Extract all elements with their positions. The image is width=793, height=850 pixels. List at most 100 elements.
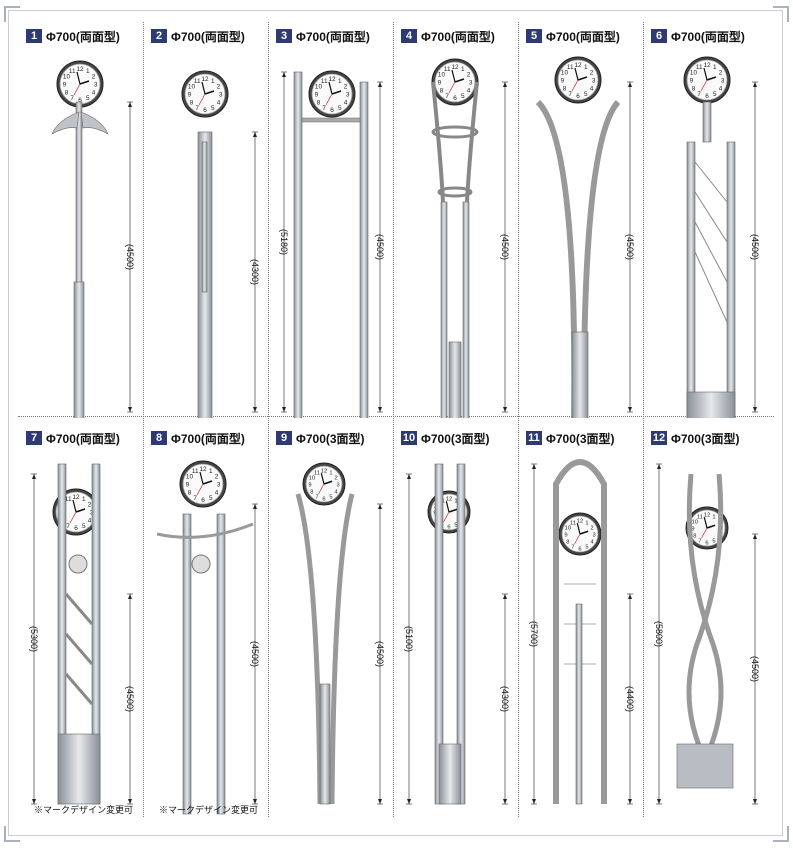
product-size: Φ700(両面型) bbox=[171, 431, 245, 446]
pole-right bbox=[726, 141, 736, 433]
svg-text:2: 2 bbox=[590, 70, 594, 77]
product-number-badge: 4 bbox=[401, 29, 417, 43]
svg-text:12: 12 bbox=[76, 66, 84, 73]
dimension-label: (4500) bbox=[125, 686, 135, 712]
svg-text:5: 5 bbox=[82, 523, 86, 530]
svg-text:12: 12 bbox=[201, 76, 209, 83]
dimension-label: (4500) bbox=[750, 234, 760, 260]
product-label: 8 Φ700(両面型) bbox=[151, 430, 245, 446]
svg-text:1: 1 bbox=[211, 78, 215, 85]
svg-text:12: 12 bbox=[703, 62, 711, 69]
product-number-badge: 8 bbox=[151, 431, 167, 445]
product-number-badge: 3 bbox=[276, 29, 292, 43]
dimension-line: (5700) bbox=[529, 463, 539, 805]
svg-text:1: 1 bbox=[584, 64, 588, 71]
svg-text:7: 7 bbox=[568, 91, 572, 98]
svg-text:10: 10 bbox=[63, 74, 71, 81]
pole-base bbox=[686, 391, 736, 433]
svg-text:8: 8 bbox=[692, 85, 696, 92]
svg-text:11: 11 bbox=[321, 78, 328, 85]
svg-text:11: 11 bbox=[696, 64, 703, 71]
dimension-line: (4500) bbox=[500, 81, 510, 413]
column-divider bbox=[143, 22, 144, 817]
product-size: Φ700(3面型) bbox=[421, 431, 490, 446]
svg-text:10: 10 bbox=[692, 519, 698, 525]
svg-text:7: 7 bbox=[70, 95, 74, 102]
design-note: ※マークデザイン変更可 bbox=[34, 805, 134, 815]
dimension-label: (4500) bbox=[375, 234, 385, 260]
pole-right bbox=[216, 513, 226, 815]
dimension-line: (5180) bbox=[279, 71, 289, 413]
svg-text:6: 6 bbox=[203, 107, 207, 114]
svg-text:2: 2 bbox=[344, 84, 348, 91]
svg-text:11: 11 bbox=[697, 514, 703, 520]
svg-text:7: 7 bbox=[193, 495, 197, 502]
svg-text:10: 10 bbox=[309, 475, 315, 481]
svg-text:4: 4 bbox=[591, 540, 595, 546]
dimension-line: (4500) bbox=[750, 81, 760, 413]
svg-text:4: 4 bbox=[590, 85, 594, 92]
pole-base bbox=[448, 341, 462, 433]
svg-text:7: 7 bbox=[195, 105, 199, 112]
svg-text:1: 1 bbox=[82, 496, 86, 503]
svg-text:4: 4 bbox=[217, 99, 221, 106]
svg-text:7: 7 bbox=[66, 523, 70, 530]
svg-text:5: 5 bbox=[713, 91, 717, 98]
svg-text:3: 3 bbox=[469, 80, 473, 87]
svg-text:1: 1 bbox=[454, 498, 457, 504]
svg-text:4: 4 bbox=[92, 89, 96, 96]
svg-text:12: 12 bbox=[574, 62, 582, 69]
dimension-line: (4500) bbox=[125, 101, 135, 413]
svg-text:12: 12 bbox=[704, 512, 710, 518]
pole-base bbox=[571, 331, 589, 433]
product-size: Φ700(両面型) bbox=[546, 29, 620, 44]
dimension-label: (4500) bbox=[625, 234, 635, 260]
svg-text:8: 8 bbox=[190, 99, 194, 106]
svg-text:7: 7 bbox=[571, 545, 574, 551]
dimension-label: (5100) bbox=[404, 626, 414, 652]
dimension-label: (5180) bbox=[279, 229, 289, 255]
svg-text:12: 12 bbox=[446, 496, 452, 502]
row-divider bbox=[18, 416, 774, 417]
dimension-label: (4500) bbox=[500, 234, 510, 260]
svg-text:7: 7 bbox=[445, 93, 449, 100]
svg-text:11: 11 bbox=[567, 64, 574, 71]
svg-text:9: 9 bbox=[188, 92, 192, 99]
svg-text:8: 8 bbox=[188, 489, 192, 496]
svg-text:5: 5 bbox=[338, 105, 342, 112]
svg-text:8: 8 bbox=[440, 87, 444, 94]
svg-text:9: 9 bbox=[564, 533, 567, 539]
svg-text:1: 1 bbox=[338, 78, 342, 85]
pole-base bbox=[676, 743, 734, 789]
svg-text:3: 3 bbox=[219, 92, 223, 99]
svg-text:5: 5 bbox=[454, 523, 457, 529]
svg-text:5: 5 bbox=[329, 495, 332, 501]
svg-text:2: 2 bbox=[591, 525, 594, 531]
product-size: Φ700(両面型) bbox=[46, 431, 120, 446]
svg-text:1: 1 bbox=[713, 64, 717, 71]
dimension-line: (5300) bbox=[29, 473, 39, 805]
svg-text:6: 6 bbox=[78, 97, 82, 104]
dimension-line: (4500) bbox=[375, 81, 385, 413]
dimension-label: (4500) bbox=[375, 641, 385, 667]
svg-text:10: 10 bbox=[438, 72, 446, 79]
product-number-badge: 1 bbox=[26, 29, 42, 43]
dimension-line: (4500) bbox=[750, 533, 760, 805]
svg-text:9: 9 bbox=[691, 527, 694, 533]
svg-text:9: 9 bbox=[308, 483, 311, 489]
